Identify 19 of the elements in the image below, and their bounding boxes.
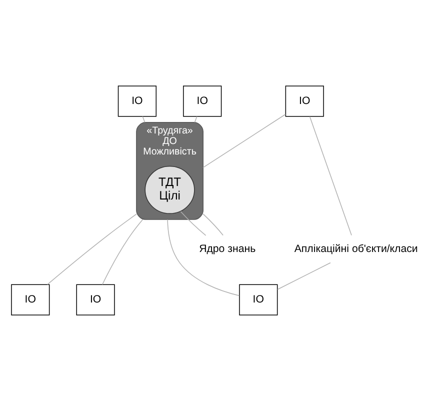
node-box: IO bbox=[11, 284, 50, 316]
node-box: IO bbox=[76, 284, 115, 316]
connector bbox=[180, 211, 206, 236]
node-text: Ядро знань bbox=[199, 242, 256, 255]
node-circle: ТДТ Цілі bbox=[144, 166, 195, 214]
connector bbox=[202, 214, 224, 236]
node-box: IO bbox=[183, 86, 222, 117]
connector bbox=[167, 219, 240, 296]
connector bbox=[102, 219, 144, 285]
connector bbox=[309, 116, 352, 236]
connector bbox=[194, 116, 198, 123]
node-box: IO bbox=[285, 86, 324, 117]
connector bbox=[142, 116, 146, 123]
node-box: IO bbox=[239, 284, 278, 316]
connector bbox=[46, 214, 137, 285]
node-box: IO bbox=[118, 86, 157, 117]
connector bbox=[202, 114, 286, 168]
node-text: Аплікаційні об'єкти/класи bbox=[294, 242, 418, 255]
connector bbox=[277, 262, 331, 290]
